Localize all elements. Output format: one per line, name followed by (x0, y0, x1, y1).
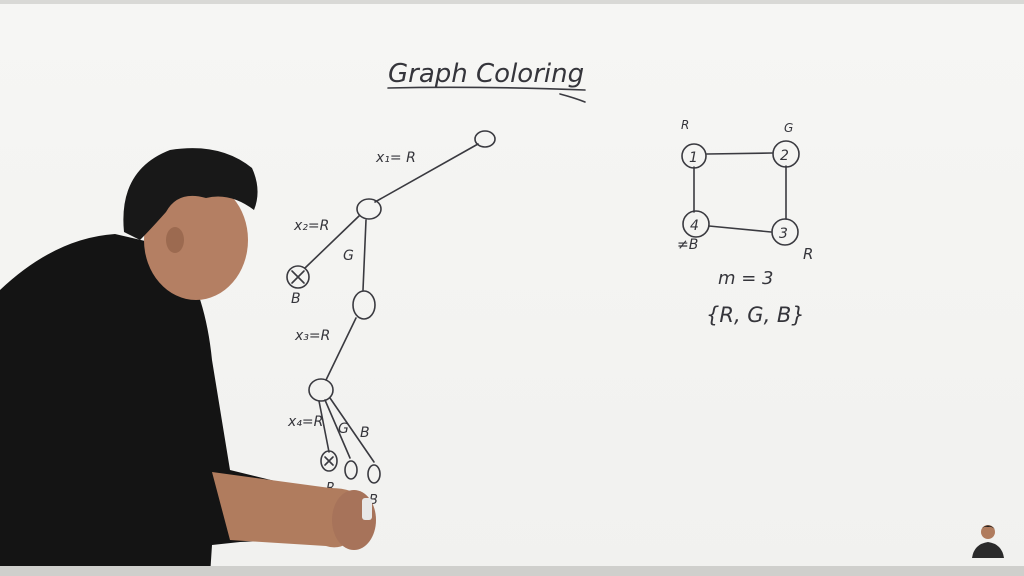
label-x1: x₁= R (375, 150, 416, 166)
presenter-hair (123, 148, 258, 240)
tree-edge-x2-g (362, 219, 367, 291)
tree-edge-x4-b (329, 397, 375, 463)
vertex-2-color: G (784, 121, 793, 135)
graph-vertex-3 (771, 218, 799, 246)
vertex-2-id: 2 (780, 148, 789, 164)
vertex-4-id: 4 (690, 218, 699, 234)
m-label: m = 3 (718, 268, 774, 289)
board-top-edge (0, 0, 1024, 4)
vertex-1-id: 1 (689, 150, 698, 166)
presenter-avatar-icon[interactable] (968, 520, 1008, 560)
tree-edge-x4-r (318, 400, 330, 453)
label-x3: x₃=R (294, 328, 330, 344)
tree-node-level2 (352, 290, 376, 320)
graph-vertex-4 (682, 210, 710, 238)
presenter-ear (166, 227, 184, 253)
title-underline-flourish (559, 93, 586, 103)
board-bottom-edge (0, 566, 1024, 576)
graph-edge-1-2 (706, 152, 773, 155)
marker (362, 498, 372, 520)
cross-icon (286, 265, 310, 289)
graph-edge-4-3 (708, 225, 772, 233)
presenter-arm (212, 472, 366, 548)
presenter (0, 148, 376, 576)
color-set-label: {R, G, B} (706, 303, 805, 327)
label-b2: B (360, 425, 370, 441)
label-g2: G (338, 421, 349, 437)
tree-node-leaf-b (367, 464, 381, 484)
vertex-4-color: ≠B (677, 237, 698, 253)
label-x4: x₄=R (287, 414, 323, 430)
presenter-face (144, 180, 248, 300)
graph-vertex-1 (681, 143, 707, 169)
state-space-tree: x₁= R x₂=R G B x₃=R x₄=R G B (286, 130, 496, 508)
label-x2: x₂=R (293, 218, 329, 234)
board-title: Graph Coloring (388, 59, 584, 89)
tree-node-root (474, 130, 496, 148)
graph-diagram: 1 2 3 4 R G R ≠B m = 3 {R, G, B} (677, 118, 813, 327)
label-leaf-b: B (369, 493, 378, 508)
cross-icon (320, 450, 338, 472)
tree-node-leaf-g (344, 460, 358, 480)
tree-edge-x3 (325, 317, 357, 381)
graph-vertex-2 (772, 140, 800, 168)
tree-node-level3 (308, 378, 334, 402)
vertex-1-color: R (681, 118, 689, 132)
tree-edge-x2-r (304, 215, 360, 269)
tree-node-level1 (356, 198, 382, 220)
tree-edge-root (374, 143, 479, 203)
vertex-3-id: 3 (779, 226, 788, 242)
vertex-3-color: R (803, 245, 813, 263)
tree-edge-x4-g (324, 399, 351, 459)
title-underline (387, 86, 586, 91)
label-g1: G (343, 248, 354, 264)
label-b1: B (291, 291, 301, 307)
